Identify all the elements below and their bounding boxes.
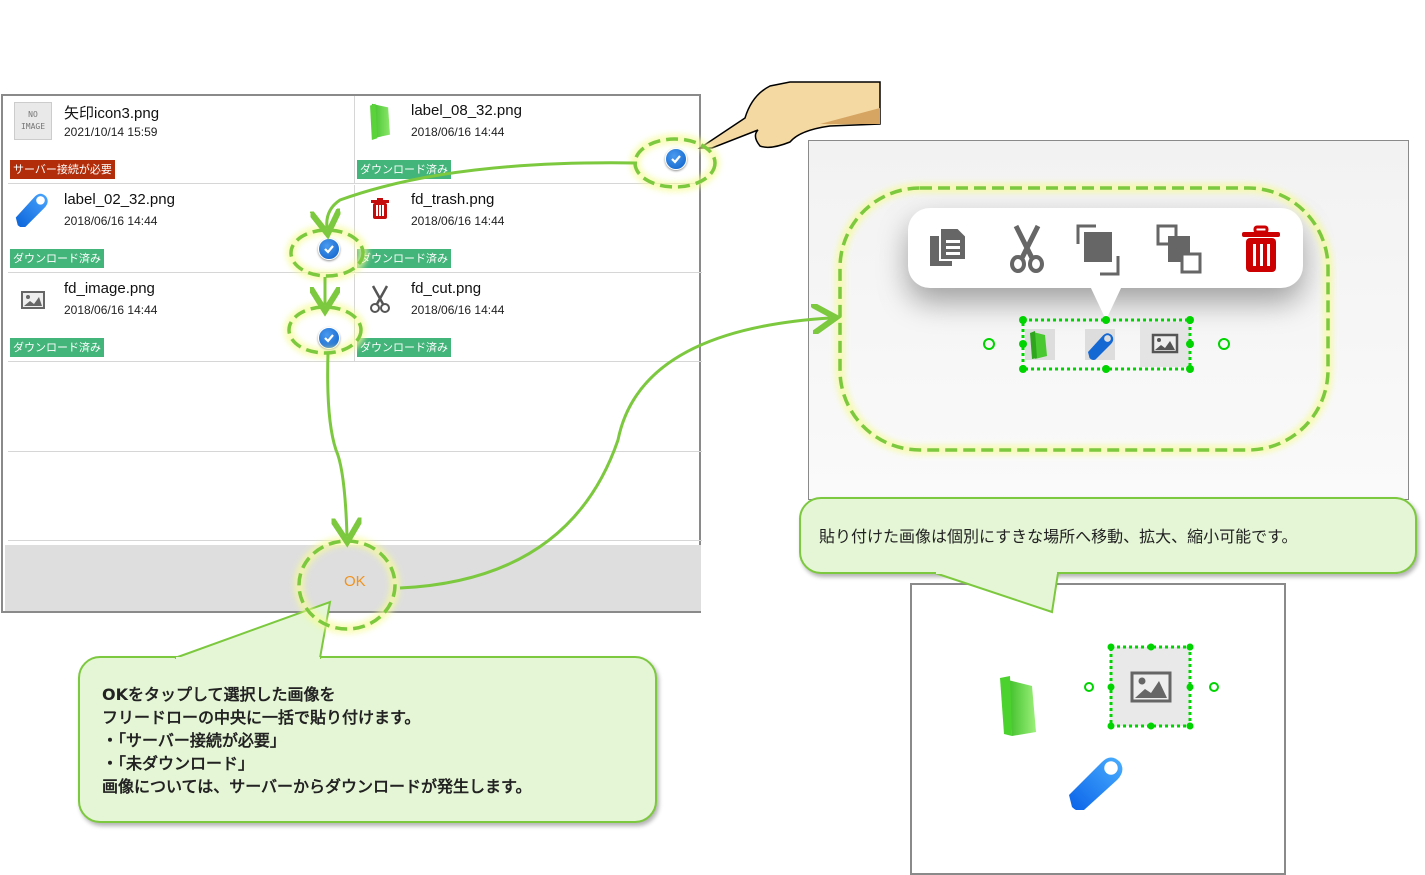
row-divider <box>8 540 702 541</box>
callout-line: OKをタップして選択した画像を <box>102 685 336 704</box>
callout-text: 貼り付けた画像は個別にすきな場所へ移動、拡大、縮小可能です。 <box>819 527 1298 546</box>
no-image-text: IMAGE <box>20 122 46 131</box>
ok-button[interactable]: OK <box>344 573 366 590</box>
file-cell[interactable]: label_08_32.png 2018/06/16 14:44 ダウンロード済… <box>355 96 702 184</box>
file-date: 2018/06/16 14:44 <box>411 214 505 228</box>
pasted-tag-thumb[interactable] <box>1085 329 1115 360</box>
freedraw-canvas-result <box>910 583 1286 875</box>
status-badge: サーバー接続が必要 <box>10 160 115 179</box>
callout-move-resize: 貼り付けた画像は個別にすきな場所へ移動、拡大、縮小可能です。 <box>799 497 1417 574</box>
row-divider <box>8 451 702 452</box>
bring-to-front-icon[interactable] <box>1074 222 1124 276</box>
callout-line: ・「未ダウンロード」 <box>102 754 255 773</box>
status-badge: ダウンロード済み <box>357 160 451 179</box>
file-name: 矢印icon3.png <box>64 105 160 122</box>
file-name: label_08_32.png <box>411 102 522 119</box>
cut-icon[interactable] <box>1002 222 1052 276</box>
file-date: 2018/06/16 14:44 <box>64 214 158 228</box>
pasted-folder-item[interactable] <box>998 676 1044 742</box>
file-date: 2021/10/14 15:59 <box>64 125 158 139</box>
file-name: fd_cut.png <box>411 280 482 297</box>
pasted-tag-item[interactable] <box>1066 750 1126 814</box>
send-to-back-icon[interactable] <box>1154 222 1204 276</box>
pasted-image-item-selected[interactable] <box>1110 647 1190 726</box>
blue-tag-icon <box>1088 333 1114 360</box>
file-cell[interactable]: fd_trash.png 2018/06/16 14:44 ダウンロード済み <box>355 185 702 273</box>
file-date: 2018/06/16 14:44 <box>411 303 505 317</box>
selected-checkmark-icon[interactable] <box>318 327 340 349</box>
green-folder-icon <box>370 103 390 140</box>
pointing-hand-icon <box>697 81 881 149</box>
status-badge: ダウンロード済み <box>10 338 104 357</box>
file-cell[interactable]: label_02_32.png 2018/06/16 14:44 ダウンロード済… <box>8 185 355 273</box>
green-folder-icon <box>1030 331 1047 359</box>
blue-tag-icon <box>1069 757 1123 811</box>
no-image-icon: NO IMAGE <box>14 102 52 140</box>
callout-line: フリードローの中央に一括で貼り付けます。 <box>102 708 421 727</box>
delete-icon[interactable] <box>1236 222 1286 276</box>
context-menu <box>908 208 1303 288</box>
ok-bar: OK <box>5 545 701 611</box>
selected-checkmark-icon[interactable] <box>665 148 687 170</box>
file-cell[interactable]: NO IMAGE 矢印icon3.png 2021/10/14 15:59 サー… <box>8 96 355 184</box>
callout-ok-instructions: OKをタップして選択した画像を フリードローの中央に一括で貼り付けます。 ・「サ… <box>78 656 657 823</box>
file-name: fd_trash.png <box>411 191 495 208</box>
freedraw-canvas-preview <box>808 140 1409 500</box>
selected-checkmark-icon[interactable] <box>318 238 340 260</box>
file-cell[interactable]: fd_cut.png 2018/06/16 14:44 ダウンロード済み <box>355 274 702 362</box>
image-icon <box>21 291 45 309</box>
status-badge: ダウンロード済み <box>357 338 451 357</box>
file-cell[interactable]: fd_image.png 2018/06/16 14:44 ダウンロード済み <box>8 274 355 362</box>
status-badge: ダウンロード済み <box>10 249 104 268</box>
image-icon <box>1151 333 1179 354</box>
file-date: 2018/06/16 14:44 <box>64 303 158 317</box>
scissors-icon <box>370 285 390 313</box>
pasted-folder-thumb[interactable] <box>1025 329 1055 360</box>
trash-icon <box>371 198 389 219</box>
context-menu-pointer <box>1090 286 1122 320</box>
pasted-image-thumb[interactable] <box>1140 322 1190 367</box>
file-name: label_02_32.png <box>64 191 175 208</box>
file-name: fd_image.png <box>64 280 155 297</box>
status-badge: ダウンロード済み <box>357 249 451 268</box>
callout-line: 画像については、サーバーからダウンロードが発生します。 <box>102 777 532 796</box>
file-date: 2018/06/16 14:44 <box>411 125 505 139</box>
blue-tag-icon <box>15 193 48 227</box>
no-image-text: NO <box>28 110 38 119</box>
copy-icon[interactable] <box>924 222 974 276</box>
green-folder-icon <box>1000 676 1036 736</box>
callout-line: ・「サーバー接続が必要」 <box>102 731 286 750</box>
image-icon <box>1130 671 1172 703</box>
file-picker-panel: NO IMAGE 矢印icon3.png 2021/10/14 15:59 サー… <box>1 94 702 613</box>
